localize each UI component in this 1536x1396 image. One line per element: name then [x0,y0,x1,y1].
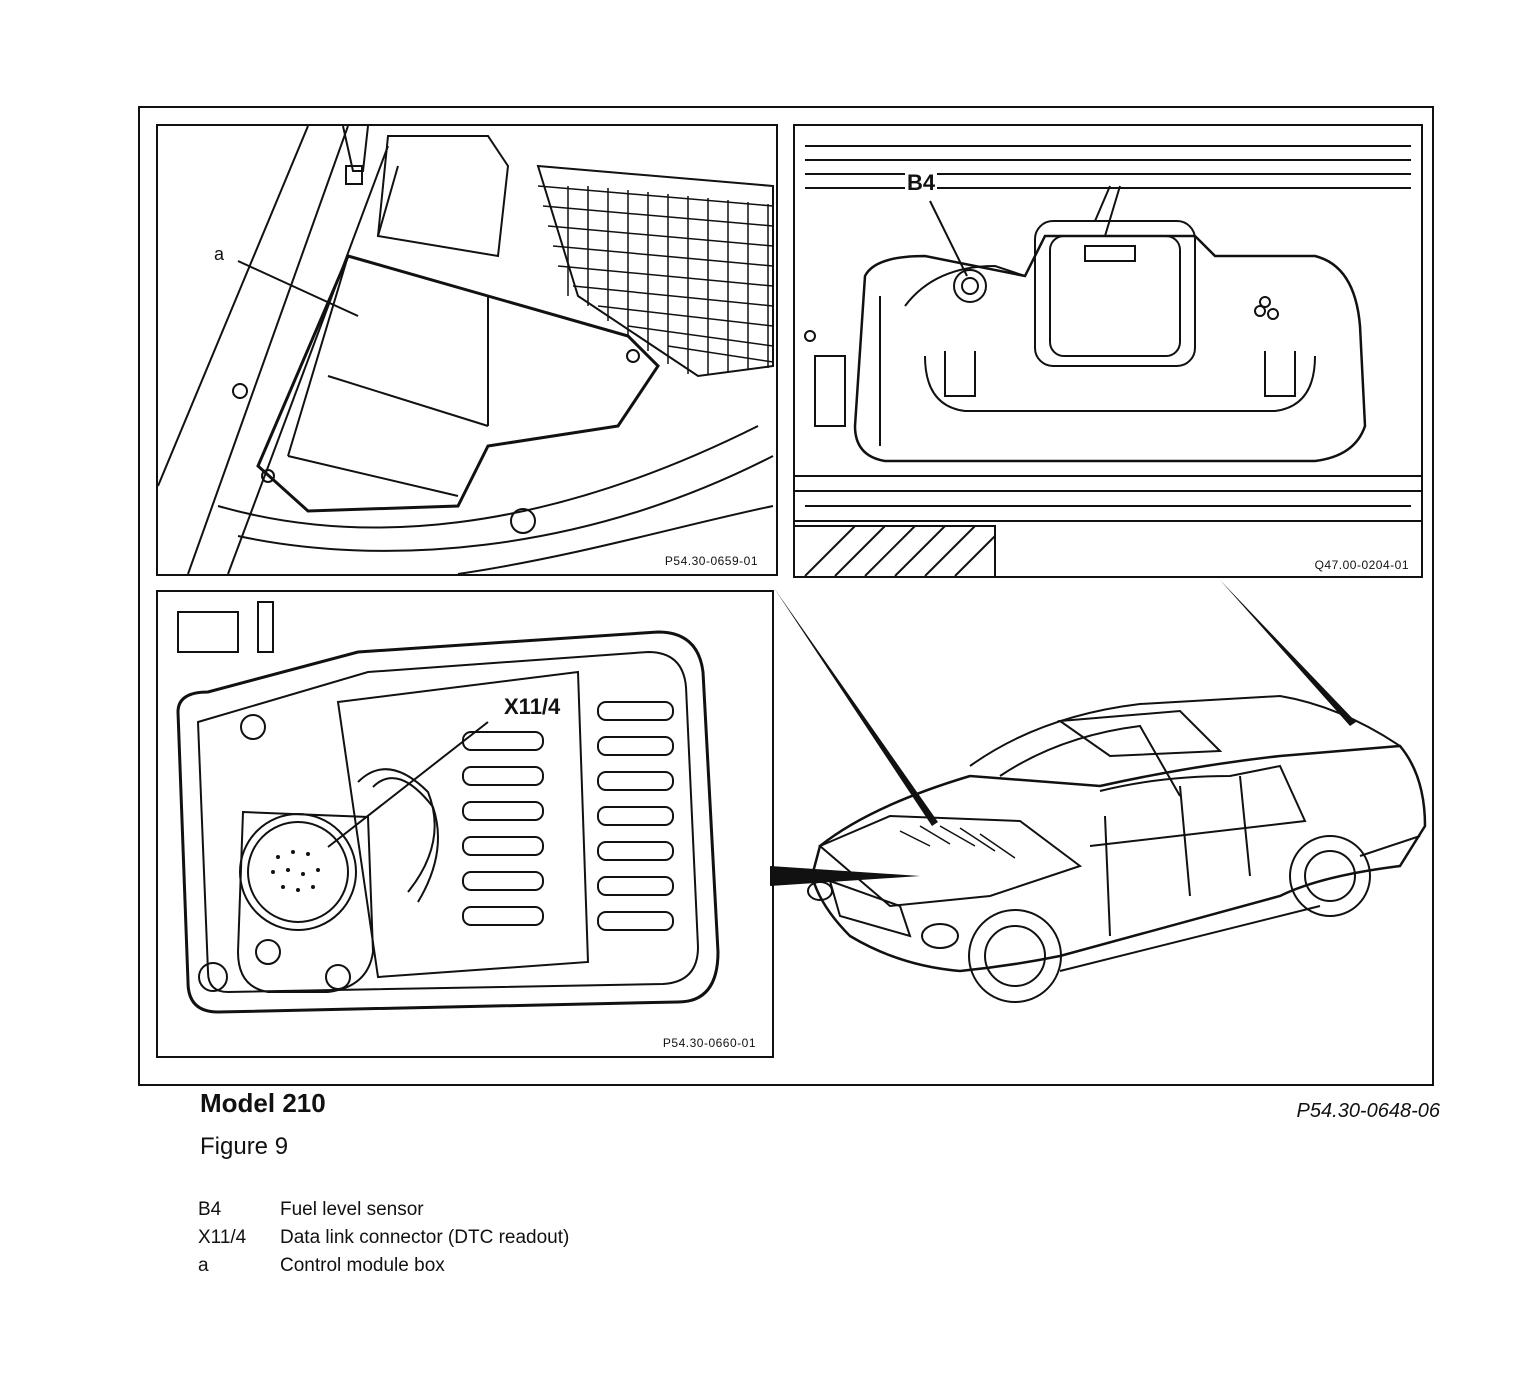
legend-description: Data link connector (DTC readout) [280,1227,570,1248]
pointer-control-module [774,588,938,826]
control-module-ref: P54.30-0659-01 [662,554,760,568]
model-title: Model 210 [200,1088,326,1118]
legend-row: X11/4 Data link connector (DTC readout) [198,1224,569,1252]
engine-bay-detail [899,825,1016,859]
callout-b4-label: B4 [905,170,938,196]
legend-code: a [198,1255,209,1276]
legend-row: a Control module box [198,1252,569,1280]
callout-a-leader [237,260,359,317]
legend-code: B4 [198,1199,222,1220]
legend-code: X11/4 [198,1227,247,1248]
car-illustration [770,580,1427,1003]
callout-x11-label: X11/4 [502,694,563,720]
callout-b4-leader [929,200,968,277]
figure-frame [138,106,1434,1086]
fuel-sensor-ref: Q47.00-0204-01 [1312,558,1411,572]
figure-ref: P54.30-0648-06 [1296,1100,1440,1122]
control-module-drawing [158,126,774,574]
data-link-ref: P54.30-0660-01 [660,1036,758,1050]
figure-number: Figure 9 [200,1133,289,1160]
control-module-panel: a P54.30-0659-01 [156,124,778,576]
fuel-sensor-drawing [795,145,1421,576]
car-body [807,694,1427,1003]
legend: B4 Fuel level sensor X11/4 Data link con… [198,1196,569,1280]
data-link-panel: X11/4 P54.30-0660-01 [156,590,774,1058]
fuel-sensor-panel: B4 Q47.00-0204-01 [793,124,1423,578]
legend-description: Fuel level sensor [280,1199,424,1220]
legend-row: B4 Fuel level sensor [198,1196,569,1224]
callout-a-label: a [214,244,225,264]
pointer-data-link [770,866,920,886]
callout-x11-leader [327,721,489,848]
legend-description: Control module box [280,1255,445,1276]
data-link-drawing [176,601,720,1014]
pointer-fuel-sensor [1220,580,1356,726]
